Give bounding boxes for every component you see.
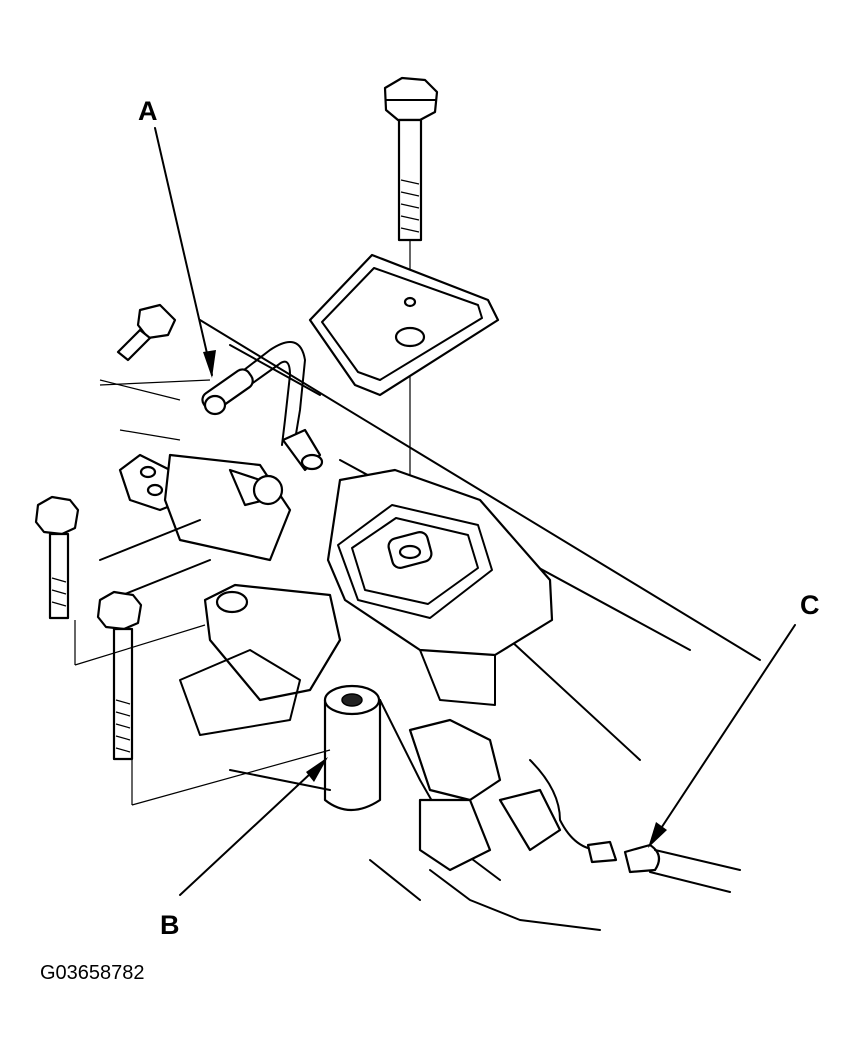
- lower-bracket-icon: [99, 519, 342, 736]
- mount-cap-icon: [308, 253, 500, 397]
- callout-b: B: [160, 910, 180, 940]
- left-bolt-2-icon: [96, 590, 143, 761]
- leader-b: [179, 757, 328, 896]
- small-bolt-icon: [116, 303, 177, 362]
- hose-icon: [201, 341, 324, 472]
- left-bolt-1-icon: [34, 495, 80, 620]
- leader-a: [154, 127, 216, 378]
- leader-c: [648, 624, 796, 848]
- bolt-guide-lines: [74, 379, 331, 806]
- callout-a: A: [138, 96, 158, 126]
- lower-mechanism-icon: [229, 699, 601, 931]
- connector-icon: [529, 759, 741, 893]
- top-bolt-icon: [383, 76, 439, 520]
- engine-mount-icon: [326, 468, 554, 706]
- callout-c: C: [800, 590, 820, 620]
- bracket-icon: [118, 453, 292, 562]
- figure-id: G03658782: [40, 962, 145, 984]
- post-icon: [323, 684, 382, 812]
